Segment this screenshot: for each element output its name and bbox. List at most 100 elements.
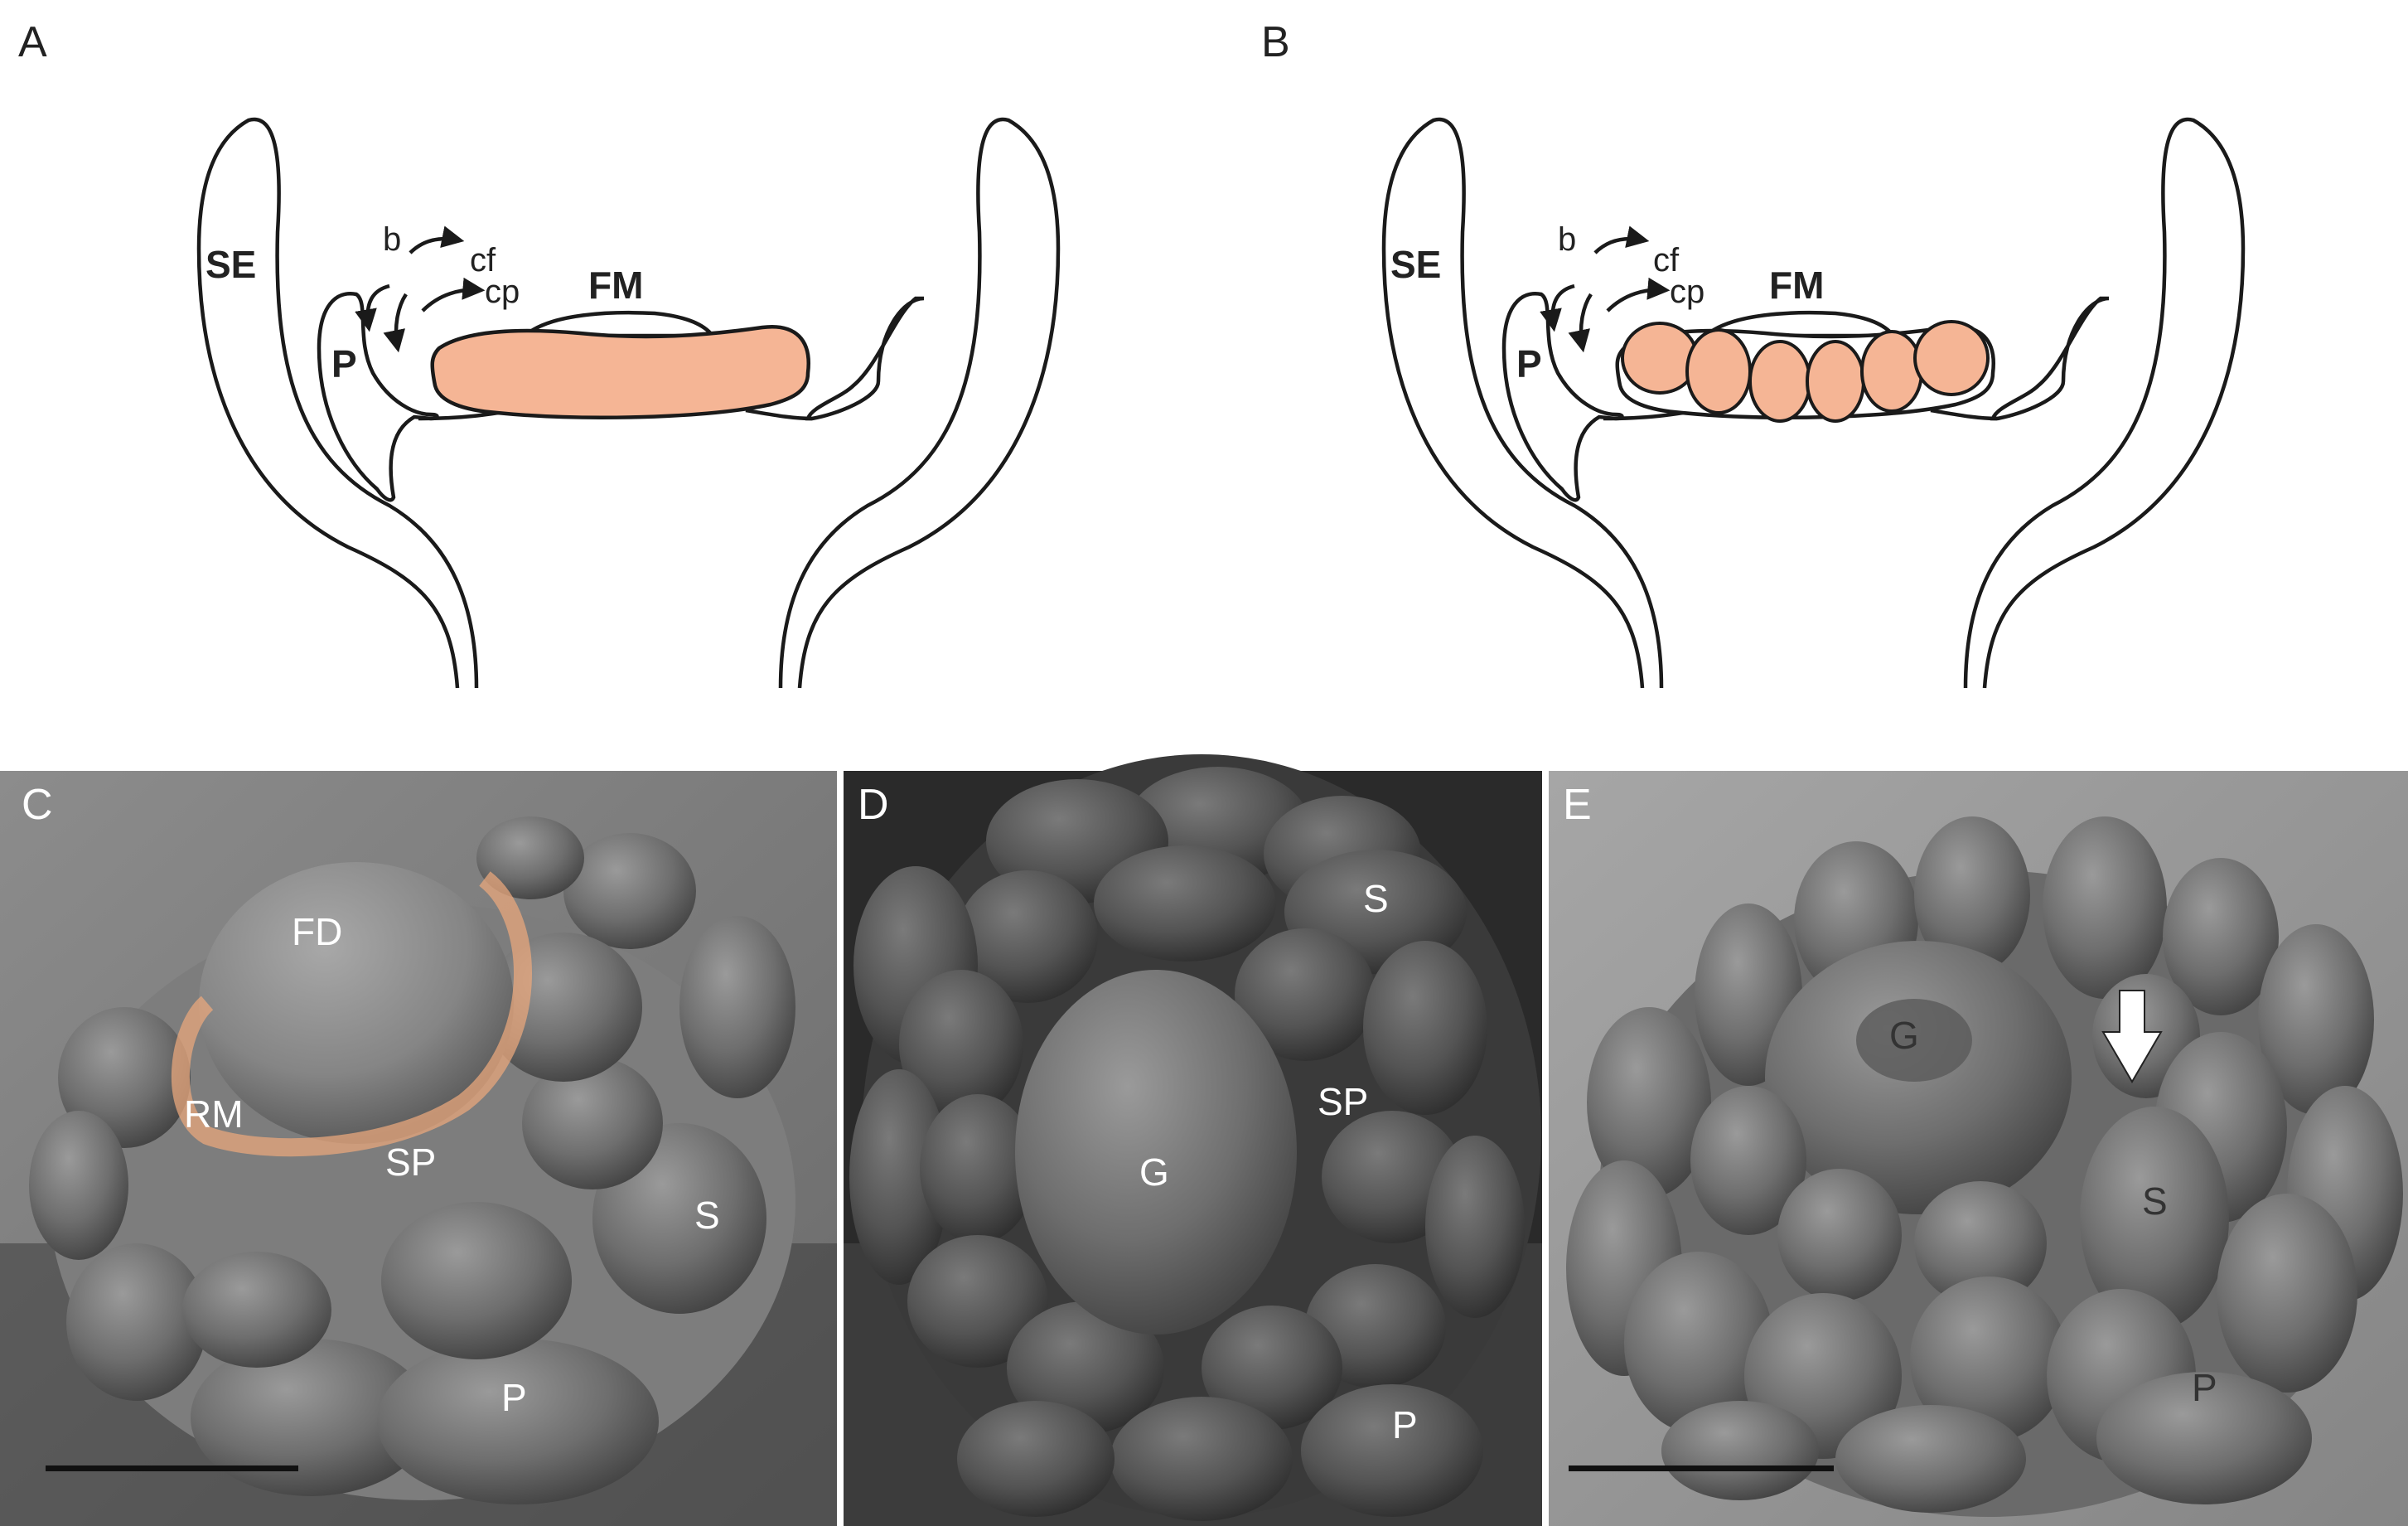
panel-d-gynoecium — [1015, 970, 1297, 1335]
panel-a-petal-left — [317, 292, 439, 502]
panel-e-petal — [1910, 1277, 2067, 1442]
panel-e-petal — [2096, 1372, 2312, 1504]
panel-b-cell — [1621, 322, 1699, 395]
panel-a-label-fm: FM — [588, 264, 643, 307]
panel-a-label-cf: cf — [470, 242, 496, 279]
panel-d-label-g: G — [1139, 1151, 1169, 1194]
panel-a-arrow-b — [409, 225, 465, 254]
panel-b-cells — [1621, 320, 1990, 423]
panel-b-arrow-cf — [1540, 283, 1575, 332]
panel-c-sepal — [58, 1007, 191, 1148]
panel-b-label-fm: FM — [1769, 264, 1824, 307]
panel-e-sepal — [2258, 924, 2374, 1115]
white-down-arrow-icon — [2101, 990, 2163, 1083]
panel-c-sepal — [29, 1111, 128, 1260]
panel-d-sepal — [907, 1235, 1048, 1368]
panel-e-sepal — [1777, 1169, 1902, 1301]
panel-c-petal — [191, 1339, 431, 1496]
panel-e-sepal — [1914, 1181, 2047, 1306]
panel-c-sepal — [182, 1252, 331, 1368]
panel-d-bud — [849, 754, 1541, 1521]
panel-e-sepal — [2217, 1194, 2357, 1393]
separator-cd — [837, 771, 844, 1526]
panel-a-label-b: b — [383, 221, 401, 258]
panel-d-label-p: P — [1392, 1403, 1418, 1446]
panel-a-label-p: P — [331, 342, 357, 385]
panel-b-label-b: b — [1558, 221, 1576, 258]
panel-c-bud — [29, 816, 795, 1504]
panel-e-label-g: G — [1889, 1014, 1919, 1057]
panel-e-petal — [1624, 1252, 1773, 1434]
panel-c-label-p: P — [501, 1376, 527, 1419]
panel-a: A SE P FM b cf cp — [18, 18, 1061, 689]
panel-c-letter: C — [22, 781, 53, 829]
panel-c-floral-dome — [199, 862, 514, 1144]
panel-e-label-s: S — [2142, 1180, 2168, 1223]
panel-e-letter: E — [1563, 781, 1592, 829]
panel-d-letter: D — [858, 781, 889, 829]
panel-b-arrow-cp-return — [1606, 277, 1671, 312]
panel-d: D S SP G P — [844, 754, 1542, 1526]
panel-c-sepal — [381, 1202, 572, 1359]
panel-b-label-se: SE — [1390, 243, 1441, 286]
panel-b-petal-right — [1990, 296, 2110, 421]
panel-b-sepal-left — [1381, 117, 1664, 689]
panel-d-petal — [1301, 1384, 1483, 1517]
panel-c-label-fd: FD — [292, 910, 342, 953]
panel-d-sepal — [1363, 941, 1487, 1115]
panel-c-label-s: S — [694, 1194, 720, 1237]
panel-c-label-sp: SP — [385, 1141, 436, 1184]
panel-d-sepal — [957, 870, 1098, 1003]
panel-b-sepal-right — [1963, 117, 2246, 689]
panel-b-cell — [1748, 340, 1811, 423]
panel-e-bud — [1566, 816, 2403, 1517]
panel-b-letter: B — [1261, 18, 1290, 66]
panel-c-sepal — [563, 833, 696, 949]
panel-c-petal — [377, 1339, 659, 1504]
panel-d-label-sp: SP — [1318, 1080, 1368, 1123]
panel-b-cell — [1806, 340, 1865, 423]
panel-e-label-p: P — [2192, 1366, 2217, 1409]
panel-c-ring-meristem — [171, 871, 532, 1157]
panel-d-label-s: S — [1363, 877, 1389, 920]
panel-e-sepal — [2080, 1107, 2229, 1330]
panel-c-sepal — [476, 816, 584, 899]
panel-a-arrow-cf — [355, 283, 390, 332]
panel-d-sepal — [1202, 1306, 1342, 1430]
panel-d-sepal — [920, 1094, 1036, 1243]
panel-e-sepal — [1690, 1086, 1806, 1235]
panel-b: B SE P FM b cf cp — [1261, 18, 2246, 689]
panel-c-sepal — [66, 1243, 207, 1401]
panel-b-cell — [1685, 328, 1752, 414]
panel-a-label-se: SE — [206, 243, 256, 286]
panel-b-label-cp: cp — [1670, 274, 1704, 310]
panel-b-petal-left — [1501, 292, 1624, 502]
panel-e-sepal — [2163, 858, 2279, 1015]
panel-e: E G S P — [1549, 771, 2408, 1526]
panel-b-arrow-cp — [1568, 293, 1593, 353]
panel-b-arrow-b — [1593, 225, 1650, 254]
panel-d-sepal — [1007, 1301, 1164, 1434]
panel-d-sepal — [849, 1069, 949, 1285]
panel-d-petal — [1110, 1397, 1293, 1521]
panel-a-sepal-left — [196, 117, 479, 689]
panel-e-sepal — [2043, 816, 2167, 999]
panel-d-sepal — [1235, 928, 1376, 1061]
panel-b-fm-dome — [1709, 310, 1898, 338]
panel-a-sepal-right — [778, 117, 1061, 689]
panel-c-scale-bar — [46, 1465, 298, 1471]
panel-d-sepal — [899, 970, 1023, 1119]
panel-a-fm-dome — [528, 310, 717, 338]
panel-b-cell — [1913, 320, 1990, 396]
panel-e-sepal — [1587, 1007, 1711, 1198]
panel-c-sepal — [679, 916, 795, 1098]
panel-a-petal-right — [805, 296, 925, 421]
panel-c: C FD RM SP S P — [0, 771, 837, 1526]
panel-b-label-cf: cf — [1653, 242, 1680, 279]
panel-d-sepal — [1094, 845, 1276, 962]
panel-a-arrow-cp-return — [421, 277, 486, 312]
panel-e-petal — [1661, 1401, 1819, 1500]
panel-d-sepal — [1425, 1136, 1525, 1318]
panel-e-petal — [1835, 1405, 2026, 1513]
